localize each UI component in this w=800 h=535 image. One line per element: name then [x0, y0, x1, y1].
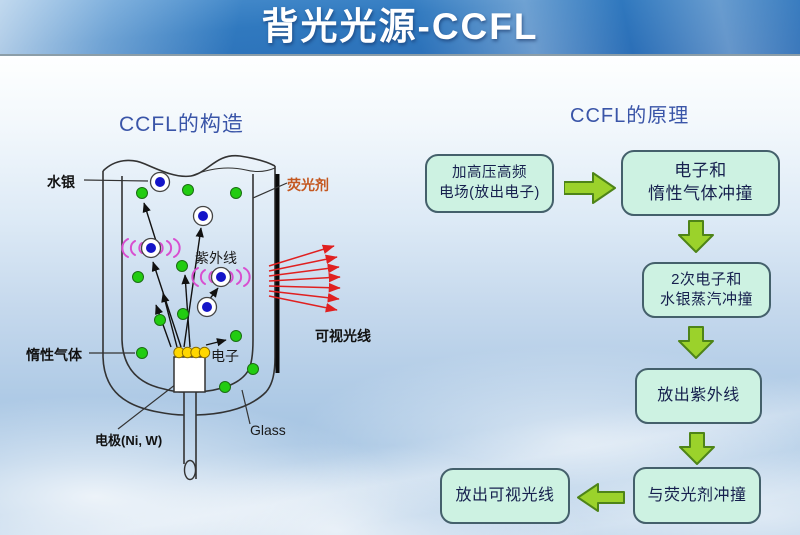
label-glass: Glass	[250, 422, 286, 438]
flow-step-emit-visible-light: 放出可视光线	[440, 468, 570, 524]
label-ultraviolet: 紫外线	[195, 250, 237, 266]
flow-step-apply-field: 加高压高频 电场(放出电子)	[425, 154, 554, 213]
label-visible-light: 可视光线	[315, 328, 371, 344]
label-phosphor: 荧光剂	[287, 177, 329, 193]
flow-arrow-down-icon	[678, 326, 714, 359]
label-mercury: 水银	[47, 174, 75, 190]
flow-step-phosphor-collision: 与荧光剂冲撞	[633, 467, 761, 524]
label-electrode: 电极(Ni, W)	[95, 433, 163, 448]
flow-step-secondary-mercury-collision: 2次电子和 水银蒸汽冲撞	[642, 262, 771, 318]
flow-arrow-right-icon	[564, 172, 616, 204]
flow-step-electron-gas-collision: 电子和 惰性气体冲撞	[621, 150, 780, 216]
flow-arrow-down-icon	[679, 432, 715, 465]
flow-step-emit-uv: 放出紫外线	[635, 368, 762, 424]
flow-arrow-left-icon	[577, 483, 625, 512]
label-electron: 电子	[211, 348, 239, 364]
principle-heading: CCFL的原理	[570, 105, 690, 127]
slide-title: 背光光源-CCFL	[261, 6, 539, 47]
title-banner: 背光光源-CCFL	[0, 0, 800, 56]
flow-arrow-down-icon	[678, 220, 714, 253]
construction-heading: CCFL的构造	[119, 113, 244, 136]
label-inert-gas: 惰性气体	[26, 347, 82, 363]
